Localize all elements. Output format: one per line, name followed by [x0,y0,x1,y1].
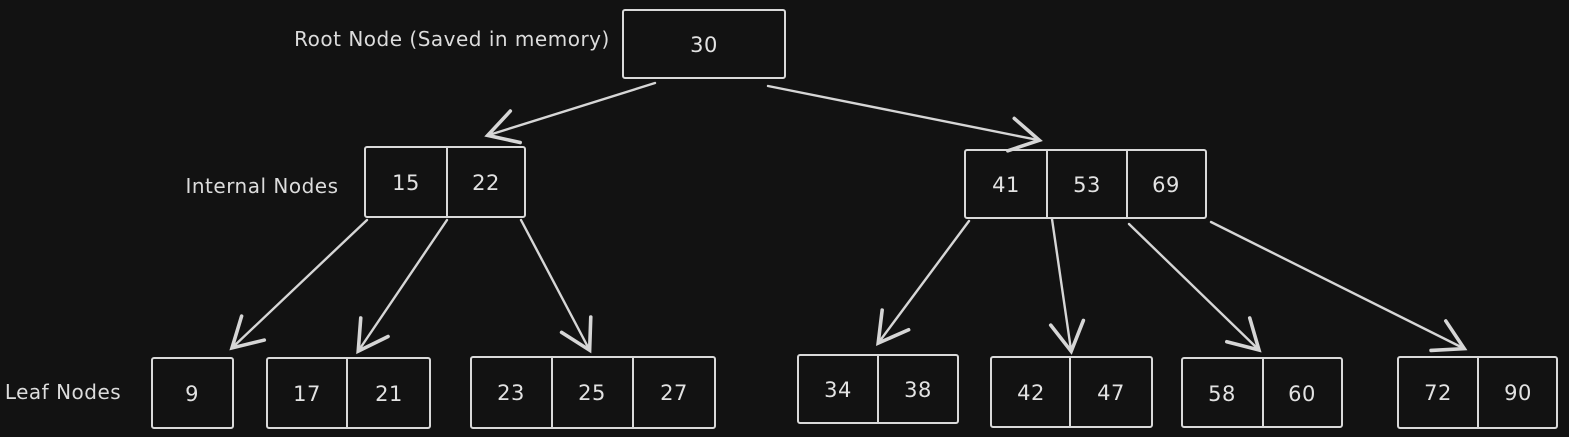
leaf-key: 34 [824,378,852,402]
leaf-key: 47 [1097,381,1125,405]
leaf-key: 21 [375,382,403,406]
leaf-nodes-label: Leaf Nodes [5,380,121,404]
leaf-node-3[interactable]: 23 25 27 [470,356,716,429]
leaf-node-4[interactable]: 34 38 [797,354,959,424]
internal-right-key: 69 [1152,173,1180,197]
leaf-key: 9 [185,382,199,406]
arrow-root-to-internal-left[interactable] [484,81,657,145]
arrow-internal-right-to-leaf-5[interactable] [1048,217,1086,355]
leaf-key: 17 [293,382,321,406]
leaf-key: 58 [1208,382,1236,406]
internal-left-key: 15 [392,171,420,195]
leaf-key: 60 [1288,382,1316,406]
arrow-root-to-internal-right[interactable] [766,84,1043,153]
leaf-key: 25 [578,381,606,405]
arrow-internal-right-to-leaf-7[interactable] [1209,220,1468,353]
internal-right-key: 53 [1073,173,1101,197]
leaf-key: 90 [1504,381,1532,405]
arrow-internal-left-to-leaf-2[interactable] [356,218,449,355]
leaf-node-1[interactable]: 9 [151,357,234,429]
internal-right-key: 41 [992,173,1020,197]
arrow-internal-left-to-leaf-3[interactable] [519,218,593,354]
leaf-key: 38 [904,378,932,402]
leaf-node-2[interactable]: 17 21 [266,357,431,429]
leaf-node-6[interactable]: 58 60 [1181,357,1343,428]
leaf-key: 23 [497,381,525,405]
root-node[interactable]: 30 [622,9,786,79]
internal-nodes-label: Internal Nodes [185,174,338,198]
internal-left-key: 22 [472,171,500,195]
leaf-key: 27 [660,381,688,405]
root-key: 30 [690,33,718,57]
leaf-node-7[interactable]: 72 90 [1397,356,1558,429]
arrow-internal-right-to-leaf-4[interactable] [876,219,971,346]
leaf-key: 72 [1424,381,1452,405]
root-node-label: Root Node (Saved in memory) [294,27,610,51]
internal-node-left[interactable]: 15 22 [364,146,526,218]
arrow-internal-right-to-leaf-6[interactable] [1127,222,1262,353]
internal-node-right[interactable]: 41 53 69 [964,149,1207,219]
leaf-node-5[interactable]: 42 47 [990,356,1153,428]
arrow-internal-left-to-leaf-1[interactable] [229,218,369,351]
leaf-key: 42 [1017,381,1045,405]
